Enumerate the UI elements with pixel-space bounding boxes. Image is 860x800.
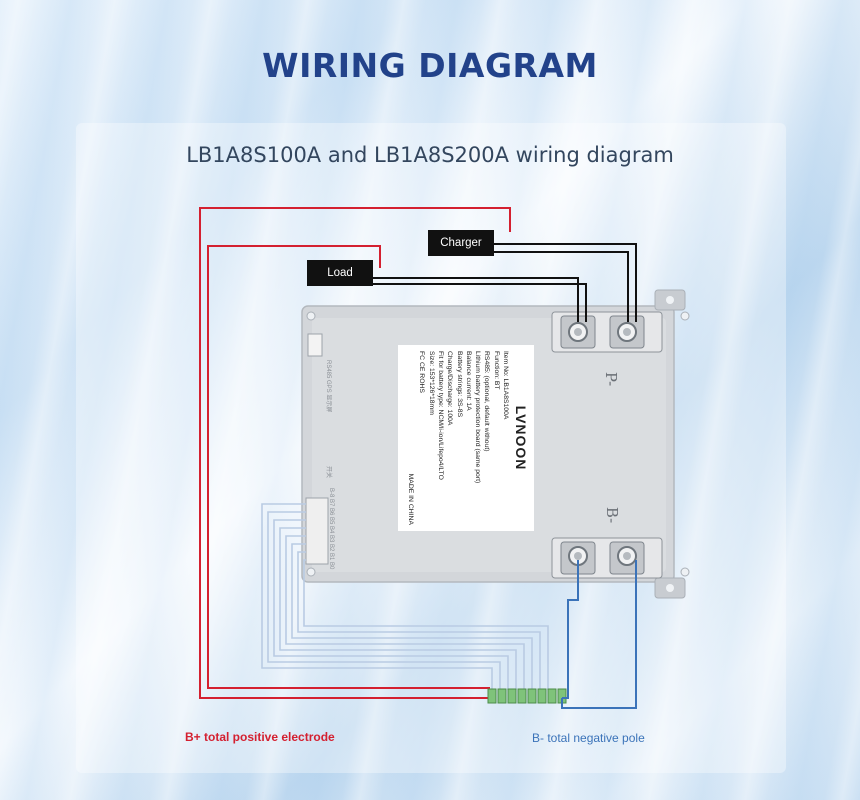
spec-line: FC CE ROHS [418,351,426,393]
p-terminal-right [609,315,645,349]
spec-line: RS485: (optional, default without) [483,351,491,452]
negative-wire-left [562,560,579,699]
negative-pole-label: B- total negative pole [532,731,645,745]
spec-line: Charge/Discharge: 100A [446,351,454,426]
charger-wire-left [494,243,637,322]
positive-wire-load [207,245,490,689]
load-label: Load [307,260,373,286]
spec-line: Fit for battery type: NCM/li-ion/Lifepo4… [436,351,444,480]
spec-line: Function: BT [492,351,500,390]
load-wire-right [372,283,587,322]
board-edge-text: RS485 GPS 显示屏 [325,360,331,413]
board-edge-text: 开关 [325,466,331,479]
spec-line: Battery strings: 3S-8S [455,351,463,418]
diagram-subtitle: LB1A8S100A and LB1A8S200A wiring diagram [186,143,674,167]
brand-name: LVNOON [513,405,529,471]
load-wire-left [372,277,579,322]
spec-line: Lithium battery protection board (same p… [474,351,482,484]
b-minus-label: B- [603,506,622,524]
spec-line: Size: 153*126*18mm [427,351,435,415]
spec-line: Item No: LB1A8S100A [502,351,509,420]
board-sticker: LVNOON Item No: LB1A8S100A Function: BT … [398,345,534,531]
battery-cells [487,688,567,704]
p-minus-label: P- [602,371,621,387]
negative-wire-right [561,560,637,709]
balance-wires [261,503,549,690]
spec-line: Balance current: 1A [464,351,472,411]
made-in-text: MADE IN CHINA [407,473,415,525]
board-edge-text: B-8 B7 B6 B5 B4 B3 B2 B1 B0 [328,488,334,570]
balance-connector [305,497,329,565]
b-terminal-right [609,541,645,575]
charger-label: Charger [428,230,494,256]
page-title: WIRING DIAGRAM [262,46,598,85]
positive-electrode-label: B+ total positive electrode [185,730,335,744]
positive-wire-charger [199,207,511,699]
charger-wire-right [494,251,629,322]
